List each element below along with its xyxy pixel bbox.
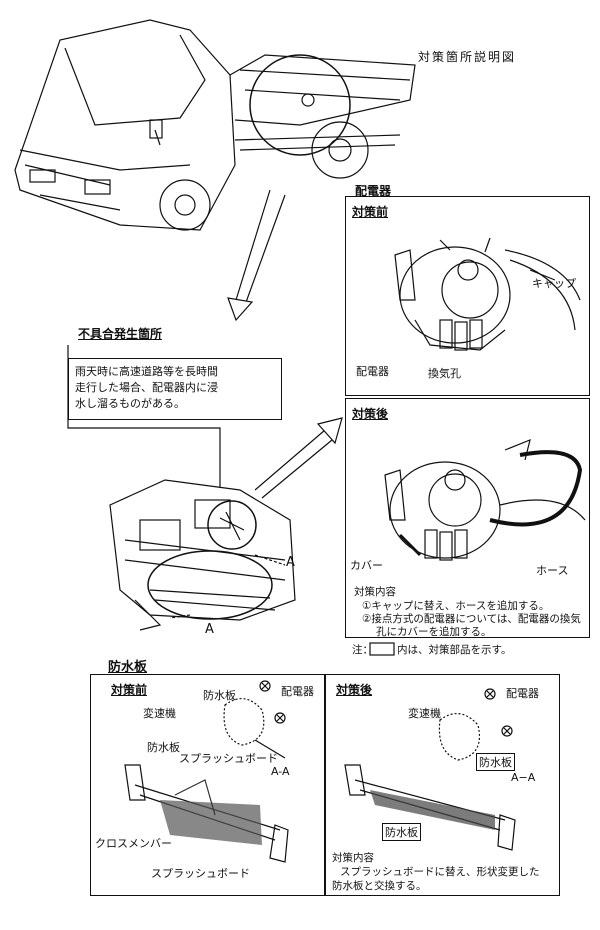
splash-after-panel: 対策後 配電器 変速機 防水板 A−A 防水板 対策内容 スプラッシュボードに替… — [325, 674, 560, 896]
vent-label: 換気孔 — [428, 367, 461, 380]
splash-board-label-before-2: スプラッシュボード — [151, 867, 250, 880]
cap-label: キャップ — [532, 277, 576, 290]
distributor-after-heading: 対策後 — [352, 407, 389, 421]
splash-plate-label-after-2: 防水板 — [382, 823, 421, 841]
section-aa-label-before: A-A — [271, 765, 290, 778]
after-content-item-2: ②接点方式の配電器については、配電器の換気 — [362, 613, 581, 625]
after-content-title: 対策内容 — [354, 586, 396, 598]
splash-section-title: 防水板 — [108, 660, 148, 675]
splash-after-content-item-1: スプラッシュボードに替え、形状変更した — [340, 866, 540, 878]
section-marker-a-bottom: A — [205, 622, 214, 637]
defect-description-box: 雨天時に高速道路等を長時間 走行した場合、配電器内に浸 水し溜るものがある。 — [68, 358, 282, 420]
splash-plate-label-after: 防水板 — [476, 753, 515, 771]
distributor-after-panel: 対策後 カバー ホース 対策内容 ①キャップに替え、ホースを追加する。 ②接点方… — [345, 398, 590, 638]
cover-label: カバー — [350, 559, 383, 572]
defect-section-title: 不具合発生箇所 — [78, 327, 163, 341]
splash-before-heading: 対策前 — [111, 683, 148, 697]
footnote-prefix: 注： — [352, 644, 373, 656]
splash-after-illustration — [344, 688, 516, 851]
defect-line-1: 雨天時に高速道路等を長時間 — [75, 365, 218, 378]
after-content-item-3: 孔にカバーを追加する。 — [376, 626, 492, 638]
callout-arrows — [227, 189, 343, 499]
transmission-label-after: 変速機 — [408, 707, 441, 720]
distributor-before-panel: 対策前 キャップ 配電器 換気孔 — [345, 196, 590, 396]
distributor-after-illustration — [384, 439, 586, 561]
splash-after-content-item-2: 防水板と交換する。 — [332, 880, 427, 892]
splash-plate-label-before: 防水板 — [203, 689, 236, 702]
engine-illustration — [109, 479, 296, 631]
section-aa-label-after: A−A — [511, 771, 536, 784]
main-title: 対策箇所説明図 — [418, 50, 517, 64]
footnote-text: 内は、対策部品を示す。 — [397, 644, 512, 656]
distributor-label-splash-after: 配電器 — [506, 687, 539, 700]
distributor-label-before: 配電器 — [356, 365, 389, 378]
defect-line-2: 走行した場合、配電器内に浸 — [75, 381, 218, 394]
cross-member-label: クロスメンバー — [95, 837, 172, 850]
hose-label: ホース — [536, 564, 569, 577]
splash-before-illustration — [124, 680, 289, 863]
legend-box — [369, 642, 395, 656]
truck-illustration — [14, 19, 416, 231]
splash-after-heading: 対策後 — [336, 683, 373, 697]
splash-board-label-before: スプラッシュボード — [179, 752, 278, 765]
distributor-section-title: 配電器 — [355, 184, 392, 198]
section-marker-a-top: A — [286, 555, 295, 570]
transmission-label-before: 変速機 — [143, 707, 176, 720]
distributor-label-splash-before: 配電器 — [281, 685, 314, 698]
splash-after-content-title: 対策内容 — [332, 852, 374, 864]
splash-plate-label-before-2: 防水板 — [147, 741, 180, 754]
after-content-item-1: ①キャップに替え、ホースを追加する。 — [362, 600, 550, 612]
distributor-before-illustration — [394, 237, 581, 351]
defect-line-3: 水し溜るものがある。 — [75, 397, 185, 410]
splash-before-panel: 対策前 防水板 配電器 変速機 スプラッシュボード A-A 防水板 クロスメンバ… — [90, 674, 325, 896]
distributor-before-heading: 対策前 — [352, 205, 389, 219]
